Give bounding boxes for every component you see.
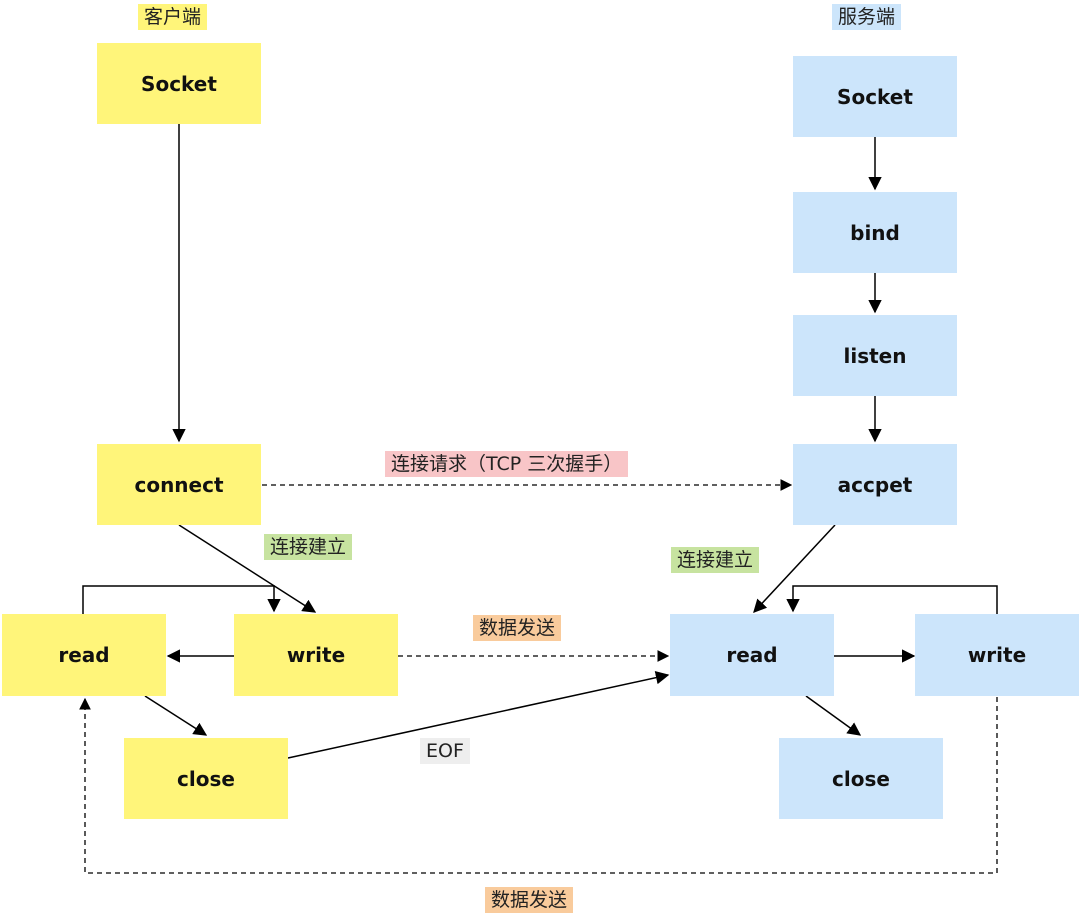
client-title: 客户端 <box>138 4 208 30</box>
arrow-server-data-send <box>79 697 998 874</box>
server-write-node: write <box>915 614 1079 696</box>
data-send-top-label: 数据发送 <box>473 615 562 641</box>
client-socket-node: Socket <box>97 43 261 124</box>
arrow-server-write-loop-to-read <box>786 585 998 614</box>
eof-label: EOF <box>420 738 470 764</box>
client-connect-node: connect <box>97 444 261 525</box>
connect-request-label: 连接请求（TCP 三次握手） <box>385 451 629 477</box>
server-established-label: 连接建立 <box>671 547 760 573</box>
server-bind-node: bind <box>793 192 957 273</box>
client-established-label: 连接建立 <box>264 534 353 560</box>
client-read-node: read <box>2 614 166 696</box>
server-socket-node: Socket <box>793 56 957 137</box>
arrow-connect-to-write <box>178 524 317 613</box>
arrow-close-to-server-read <box>287 670 670 759</box>
data-send-bottom-label: 数据发送 <box>485 887 574 913</box>
arrow-read-loop-to-write <box>82 585 281 614</box>
arrow-server-read-to-close <box>805 695 862 736</box>
server-listen-node: listen <box>793 315 957 396</box>
arrow-accept-to-server-read <box>753 524 836 613</box>
client-close-node: close <box>124 738 288 819</box>
server-close-node: close <box>779 738 943 819</box>
server-accept-node: accpet <box>793 444 957 525</box>
server-read-node: read <box>670 614 834 696</box>
arrow-read-to-close <box>144 695 208 736</box>
server-title: 服务端 <box>832 4 902 30</box>
client-write-node: write <box>234 614 398 696</box>
